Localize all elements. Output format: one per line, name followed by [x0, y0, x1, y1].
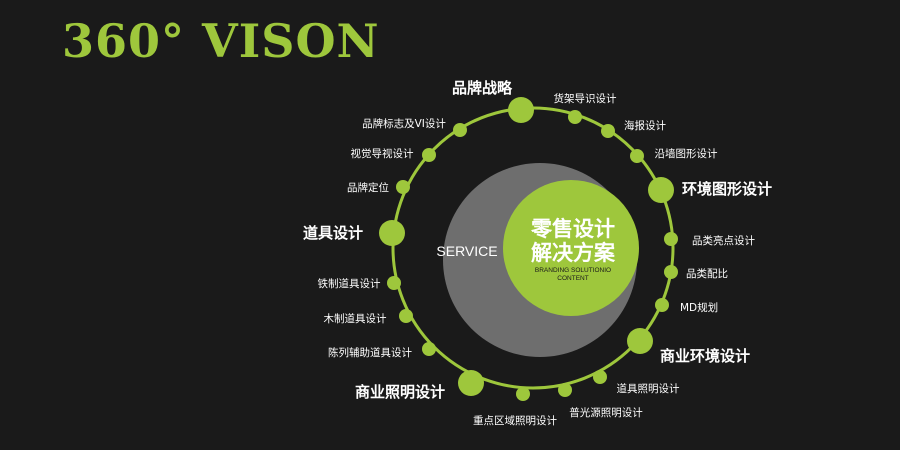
- ring-node-label-7: 品类配比: [686, 267, 728, 280]
- solution-subtitle-line1: BRANDING SOLUTIONIO: [535, 267, 611, 274]
- page-title: 360° VISON: [62, 14, 380, 68]
- ring-node-dot-20: [453, 123, 467, 137]
- ring-node-dot-4: [630, 149, 644, 163]
- ring-node-label-11: 普光源照明设计: [569, 406, 643, 419]
- solution-title-line2: 解决方案: [531, 241, 616, 265]
- ring-node-dot-18: [396, 180, 410, 194]
- ring-node-dot-2: [568, 110, 582, 124]
- ring-node-label-4: 沿墙图形设计: [655, 147, 718, 160]
- ring-node-dot-14: [422, 342, 436, 356]
- ring-node-label-16: 铁制道具设计: [318, 277, 381, 290]
- ring-node-label-13: 商业照明设计: [355, 383, 445, 401]
- ring-node-dot-8: [655, 298, 669, 312]
- ring-node-dot-19: [422, 148, 436, 162]
- solution-title-line1: 零售设计: [530, 217, 615, 241]
- ring-node-label-17: 道具设计: [303, 224, 363, 242]
- ring-node-dot-3: [601, 124, 615, 138]
- solution-disc: [503, 180, 639, 316]
- ring-node-dot-9: [627, 328, 653, 354]
- ring-node-label-19: 视觉导视设计: [351, 147, 414, 160]
- ring-node-dot-5: [648, 177, 674, 203]
- ring-node-dot-1: [508, 97, 534, 123]
- ring-node-label-5: 环境图形设计: [682, 180, 772, 198]
- ring-node-label-1: 品牌战略: [452, 79, 513, 97]
- ring-node-label-3: 海报设计: [624, 119, 666, 132]
- ring-node-dot-6: [664, 232, 678, 246]
- ring-node-dot-13: [458, 370, 484, 396]
- service-label: SERVICE: [436, 243, 497, 259]
- ring-node-label-18: 品牌定位: [347, 181, 389, 194]
- ring-node-label-15: 木制道具设计: [324, 312, 387, 325]
- ring-node-label-2: 货架导识设计: [554, 92, 617, 105]
- ring-node-dot-11: [558, 383, 572, 397]
- solution-subtitle-line2: CONTENT: [557, 275, 588, 282]
- ring-node-dot-17: [379, 220, 405, 246]
- ring-node-label-14: 陈列辅助道具设计: [328, 346, 412, 359]
- ring-node-dot-15: [399, 309, 413, 323]
- ring-node-label-12: 重点区域照明设计: [473, 414, 557, 427]
- ring-node-label-10: 道具照明设计: [617, 382, 680, 395]
- ring-node-dot-7: [664, 265, 678, 279]
- ring-node-label-20: 品牌标志及VI设计: [362, 117, 446, 130]
- ring-node-dot-16: [387, 276, 401, 290]
- ring-node-dot-10: [593, 370, 607, 384]
- ring-node-label-9: 商业环境设计: [660, 347, 750, 365]
- ring-node-label-6: 品类亮点设计: [692, 234, 755, 247]
- ring-node-dot-12: [516, 387, 530, 401]
- ring-node-label-8: MD规划: [680, 301, 718, 314]
